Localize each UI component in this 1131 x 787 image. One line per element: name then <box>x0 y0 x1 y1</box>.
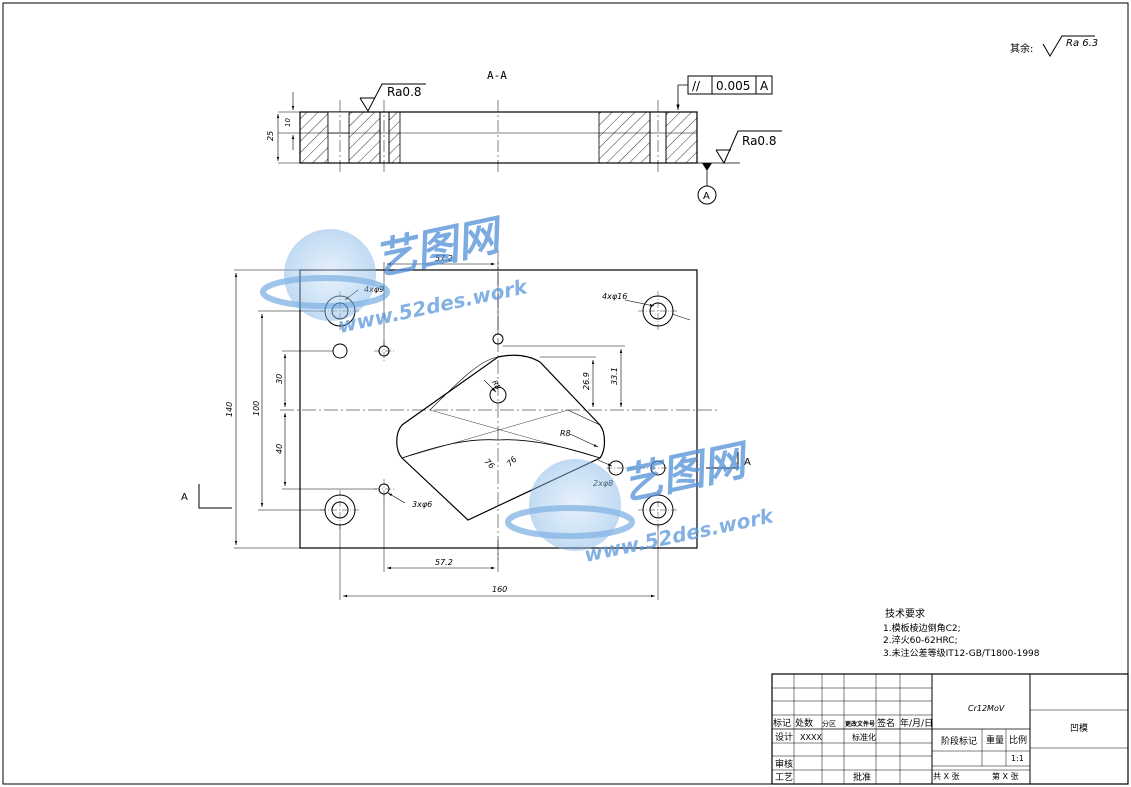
svg-text:A: A <box>760 79 769 93</box>
svg-text:重量: 重量 <box>986 734 1004 746</box>
svg-text:设计: 设计 <box>775 731 793 743</box>
dim-hole-span-y: 100 <box>252 401 261 416</box>
svg-text:审核: 审核 <box>775 758 793 770</box>
svg-text:艺图网: 艺图网 <box>616 434 755 509</box>
dim-57-2-top: 57.2 <box>435 254 453 263</box>
dim-fillet-radius: R8 <box>560 429 571 438</box>
datum-feature-a: A <box>697 163 717 205</box>
svg-text:Ra 6.3: Ra 6.3 <box>1066 38 1098 49</box>
svg-text:1.模板棱边倒角C2;: 1.模板棱边倒角C2; <box>883 622 961 634</box>
roughness-symbol-bottom: Ra0.8 <box>697 130 782 165</box>
dim-diag-2: 76 <box>505 455 519 469</box>
dim-width: 160 <box>492 585 507 594</box>
svg-text:阶段标记: 阶段标记 <box>941 735 977 747</box>
svg-text:处数: 处数 <box>795 717 813 729</box>
section-label: A-A <box>487 69 507 82</box>
parallelism-tolerance-frame: // 0.005 A <box>676 75 773 110</box>
svg-text:批准: 批准 <box>853 771 871 783</box>
svg-text:标记: 标记 <box>773 717 791 729</box>
section-marker-right: A <box>744 457 751 468</box>
svg-text:Ra0.8: Ra0.8 <box>387 85 422 99</box>
svg-text:标准化: 标准化 <box>852 732 876 742</box>
dim-57-2-bottom: 57.2 <box>435 558 453 567</box>
svg-text:比例: 比例 <box>1009 734 1027 746</box>
watermark-upper: 艺图网 www.52des.work <box>260 209 531 338</box>
callout-counterbore-holes: 4xφ9 <box>364 285 384 294</box>
svg-text:第 X 张: 第 X 张 <box>992 771 1019 781</box>
material: Cr12MoV <box>968 704 1005 713</box>
svg-text:1:1: 1:1 <box>1011 754 1024 763</box>
title-block <box>771 673 1129 785</box>
svg-text:共 X 张: 共 X 张 <box>933 772 960 781</box>
svg-text://: // <box>692 79 701 93</box>
dim-diag-1: 76 <box>483 457 497 471</box>
dim-40: 40 <box>275 444 284 454</box>
technical-requirements: 技术要求 1.模板棱边倒角C2; 2.淬火60-62HRC; 3.未注公差等级I… <box>883 607 1040 659</box>
part-name: 凹模 <box>1070 723 1088 734</box>
callout-large-holes: 4xφ16 <box>602 292 627 301</box>
svg-text:3.未注公差等级IT12-GB/T1800-1998: 3.未注公差等级IT12-GB/T1800-1998 <box>883 647 1040 659</box>
dim-30: 30 <box>275 374 284 384</box>
svg-text:年/月/日: 年/月/日 <box>900 717 933 729</box>
svg-text:2.淬火60-62HRC;: 2.淬火60-62HRC; <box>883 634 958 646</box>
section-marker-left: A <box>181 492 188 503</box>
dim-26-9: 26.9 <box>582 372 591 390</box>
section-view: 25 10 <box>266 92 698 172</box>
svg-text:其余:: 其余: <box>1010 42 1033 55</box>
callout-pin-holes: 3xφ6 <box>412 500 432 509</box>
svg-text:XXXX: XXXX <box>800 733 822 742</box>
title-block-text: 标记 处数 分区 更改文件号 签名 年/月/日 设计 XXXX 标准化 审核 工… <box>773 704 1088 783</box>
svg-text:技术要求: 技术要求 <box>885 607 925 620</box>
svg-text:分区: 分区 <box>822 719 836 728</box>
dim-thickness: 25 <box>266 131 275 141</box>
svg-text:更改文件号: 更改文件号 <box>845 720 875 728</box>
surface-finish-rest: 其余: Ra 6.3 <box>1010 35 1098 57</box>
svg-text:A: A <box>703 191 710 202</box>
dim-counterbore-depth: 10 <box>284 118 292 127</box>
dim-center-radius: R8 <box>490 379 502 392</box>
svg-text:艺图网: 艺图网 <box>370 209 509 284</box>
svg-text:工艺: 工艺 <box>775 772 793 783</box>
svg-text:签名: 签名 <box>877 717 895 729</box>
watermark-lower: 艺图网 www.52des.work <box>505 434 777 567</box>
roughness-symbol-top: Ra0.8 <box>359 83 426 113</box>
dim-33-1: 33.1 <box>610 367 619 385</box>
svg-text:0.005: 0.005 <box>716 79 750 93</box>
dim-height: 140 <box>225 402 234 417</box>
svg-text:Ra0.8: Ra0.8 <box>742 134 777 148</box>
